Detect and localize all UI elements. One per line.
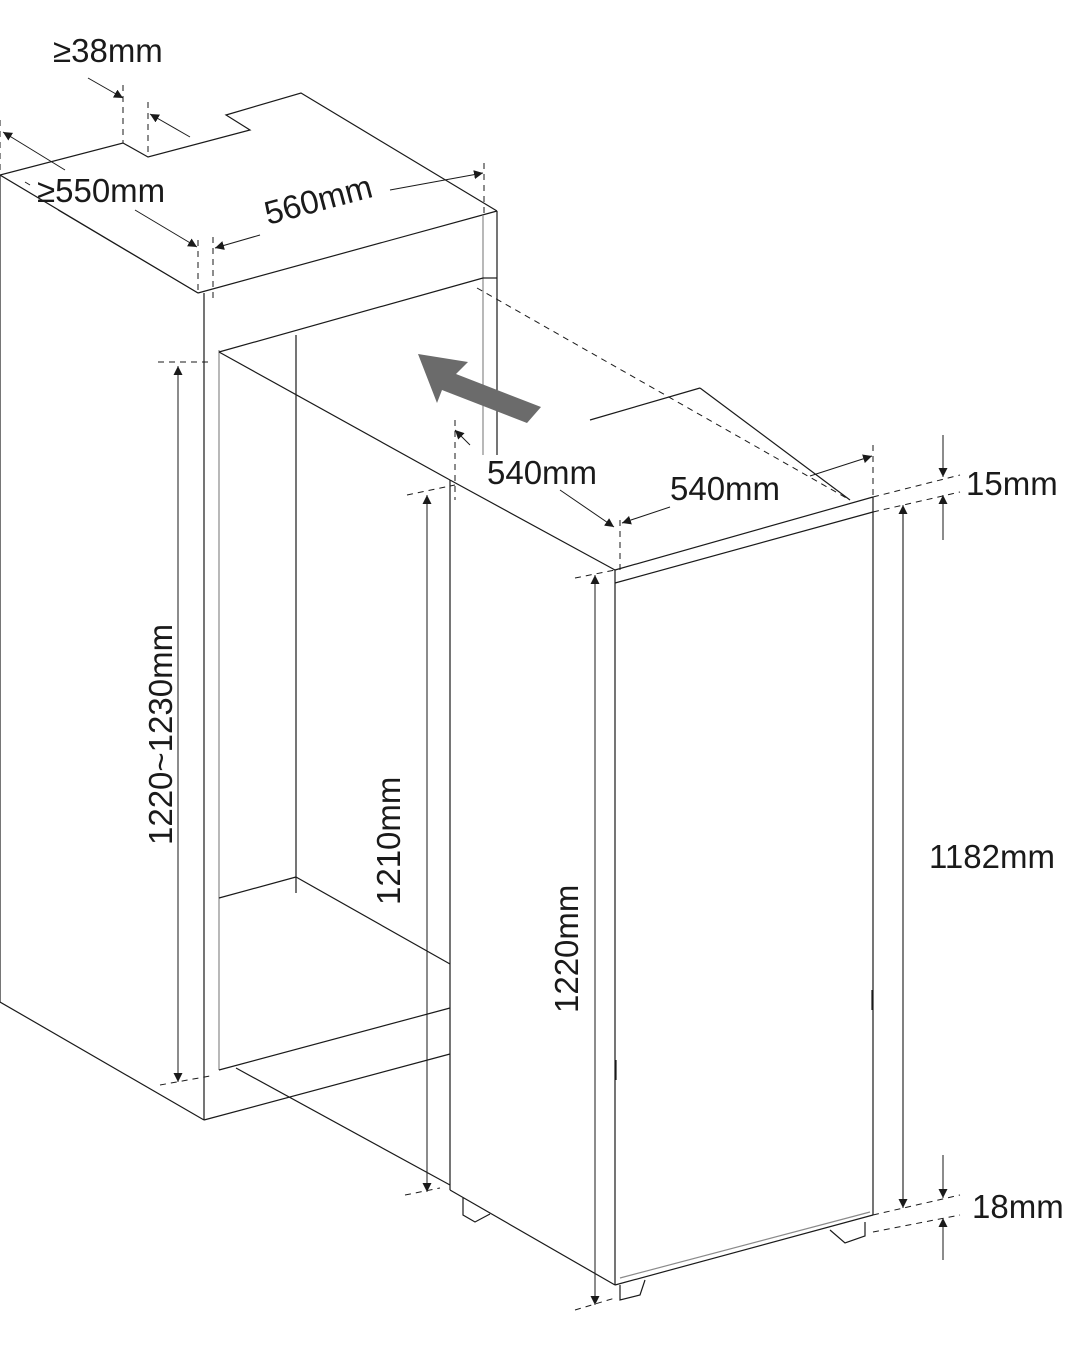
appliance [449,387,904,1301]
appliance-width-label: 540mm [670,470,780,507]
insert-direction-arrow-icon [418,354,541,423]
cabinet-width-label: 560mm [260,168,376,232]
top-gap-label: 15mm [966,465,1058,502]
vent-gap-label: ≥38mm [53,32,163,69]
cabinet-depth-label: ≥550mm [37,172,165,209]
dimension-lines [0,77,961,1311]
cabinet-height-label: 1220~1230mm [142,624,179,845]
bottom-gap-label: 18mm [972,1188,1064,1225]
appliance-depth-label: 540mm [487,454,597,491]
appliance-body-height-label: 1210mm [370,777,407,905]
appliance-total-height-label: 1220mm [548,885,585,1013]
door-height-label: 1182mm [929,838,1055,875]
cabinet [0,92,851,1186]
